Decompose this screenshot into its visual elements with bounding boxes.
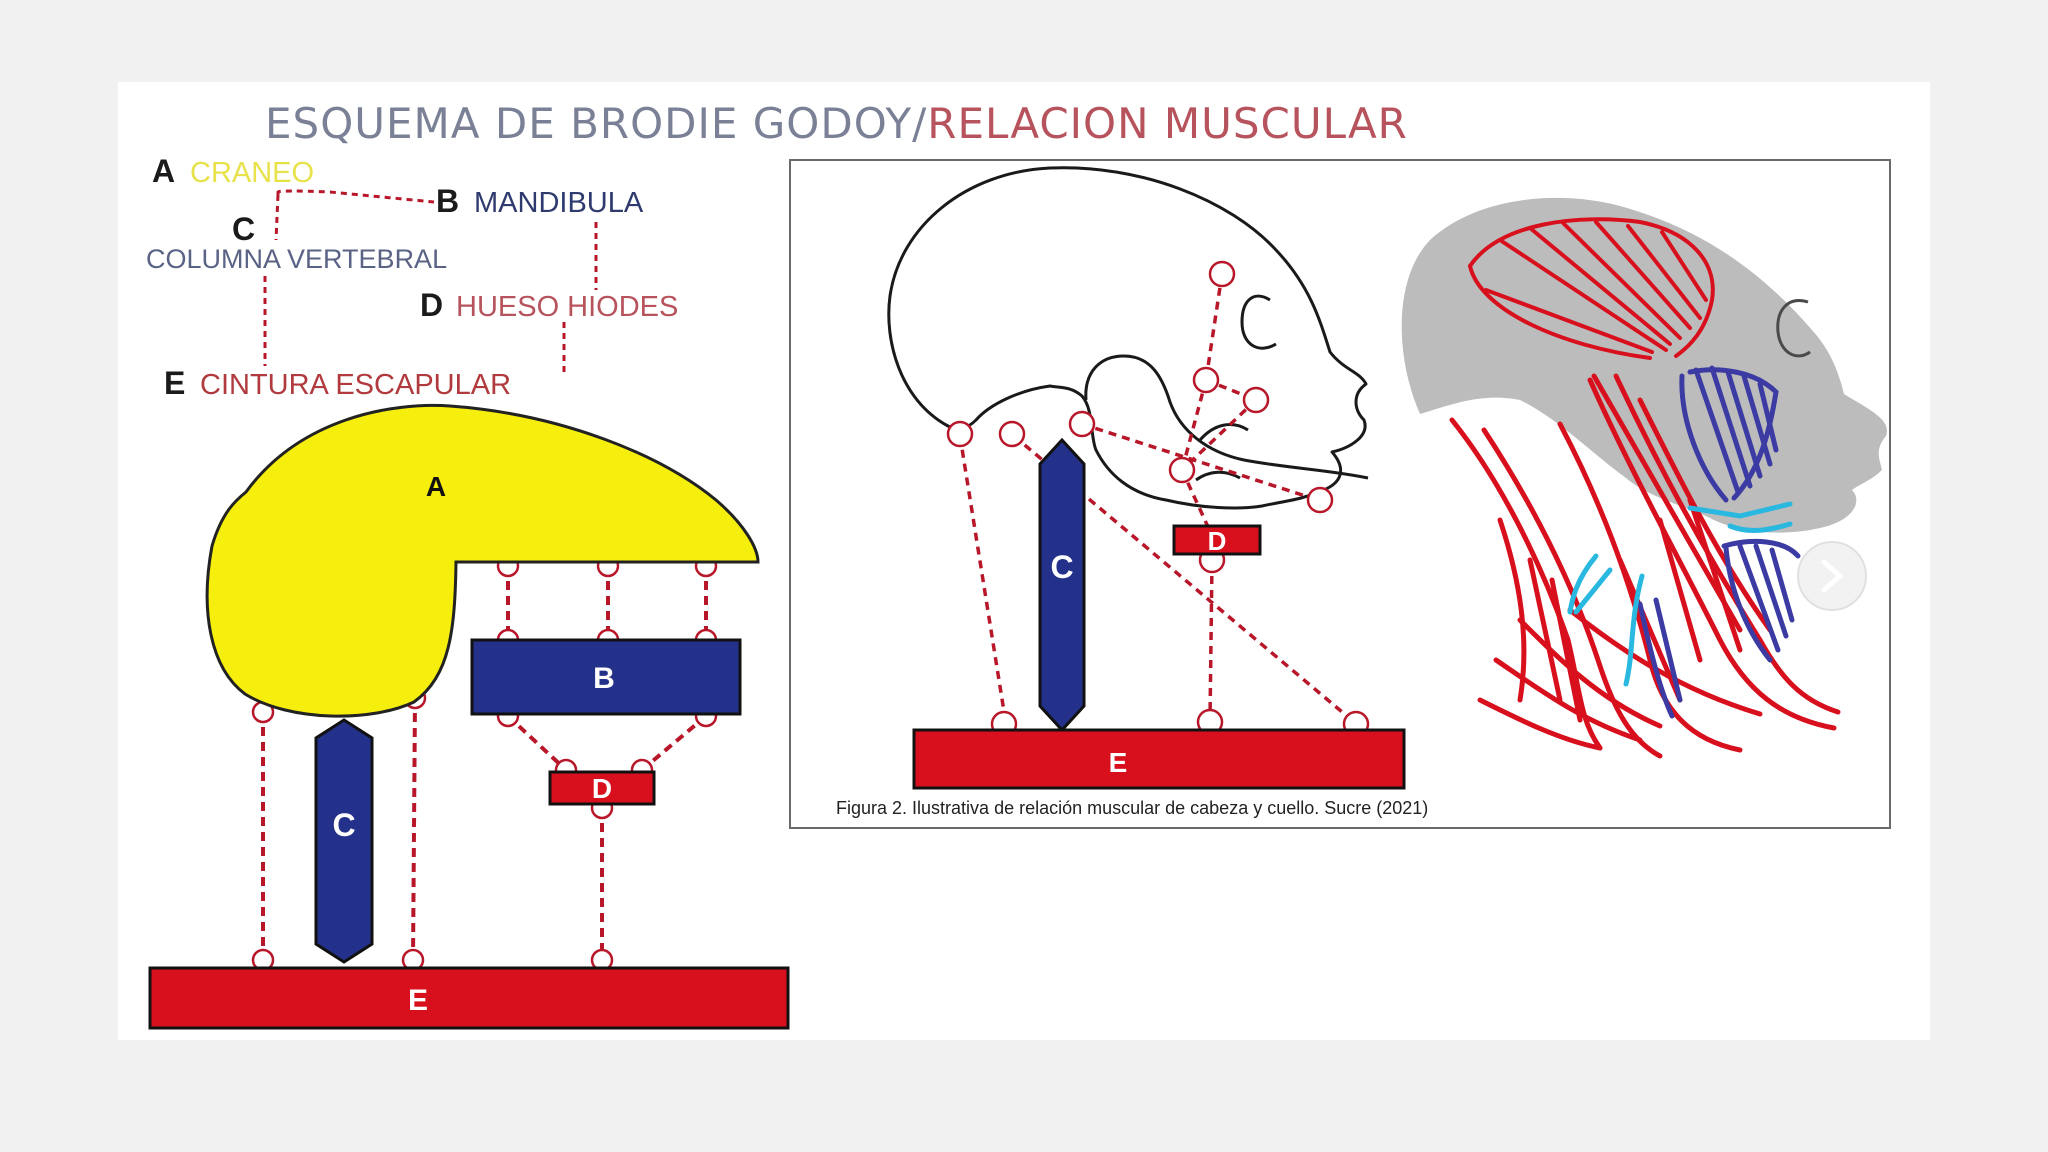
legend-c-letter: C [232, 211, 255, 247]
legend-b-name: MANDIBULA [474, 187, 644, 219]
fig-link [1180, 398, 1258, 472]
muscle-illustration [1401, 197, 1887, 759]
fig-spine-label: C [1050, 549, 1073, 585]
anchor [1068, 410, 1096, 438]
fig-shoulder-label: E [1109, 747, 1128, 778]
legend-b-letter: B [436, 183, 459, 219]
skull-outline [887, 166, 1369, 510]
title-right: RELACION MUSCULAR [927, 99, 1408, 148]
anchor [1208, 260, 1236, 288]
shoulder-girdle-box [148, 966, 790, 1030]
mandible-label: B [593, 662, 615, 695]
fig-hyoid-label: D [1208, 526, 1227, 556]
brodie-schema: A B D C E [148, 403, 790, 1030]
anchor [1242, 386, 1270, 414]
legend-link-a-c [274, 194, 280, 241]
legend-e-letter: E [164, 365, 185, 401]
link-b-d-left [506, 714, 568, 772]
legend-e-name: CINTURA ESCAPULAR [200, 369, 511, 401]
mandible-box [470, 638, 742, 716]
cranium-label: A [426, 471, 446, 502]
figure-caption: Figura 2. Ilustrativa de relación muscul… [836, 798, 1428, 818]
anchor [1306, 486, 1334, 514]
anchor [1192, 366, 1220, 394]
legend-a-letter: A [152, 153, 175, 189]
cranium-shape [205, 403, 760, 718]
spine-shape [314, 718, 374, 964]
hyoid-label: D [592, 773, 612, 804]
legend-link-a-b [276, 189, 435, 204]
figure-2: C D E [789, 159, 1891, 829]
anchor [1168, 456, 1196, 484]
fig-hyoid-box [1172, 524, 1262, 556]
link-a-e-right [411, 697, 417, 961]
legend-c-name: COLUMNA VERTEBRAL [146, 244, 447, 274]
hyoid-box [548, 770, 656, 806]
fig-link [958, 435, 1008, 725]
anchor [946, 420, 974, 448]
chevron-right-icon[interactable] [1797, 541, 1867, 611]
shoulder-girdle-label: E [408, 984, 428, 1017]
title-left: ESQUEMA DE BRODIE GODOY/ [265, 99, 927, 148]
legend: A CRANEO B MANDIBULA C COLUMNA VERTEBRAL… [146, 153, 678, 401]
fig-link [1204, 273, 1224, 381]
legend-d-name: HUESO HIODES [456, 291, 678, 323]
legend-a-name: CRANEO [190, 157, 314, 189]
fig-link [1208, 561, 1214, 721]
fig-link [1180, 379, 1208, 471]
legend-d-letter: D [420, 287, 443, 323]
title: ESQUEMA DE BRODIE GODOY/RELACION MUSCULA… [265, 99, 1408, 148]
fig-shoulder-box [912, 728, 1406, 790]
fig-spine-shape [1038, 437, 1086, 733]
anchor [998, 420, 1026, 448]
spine-label: C [332, 807, 355, 843]
